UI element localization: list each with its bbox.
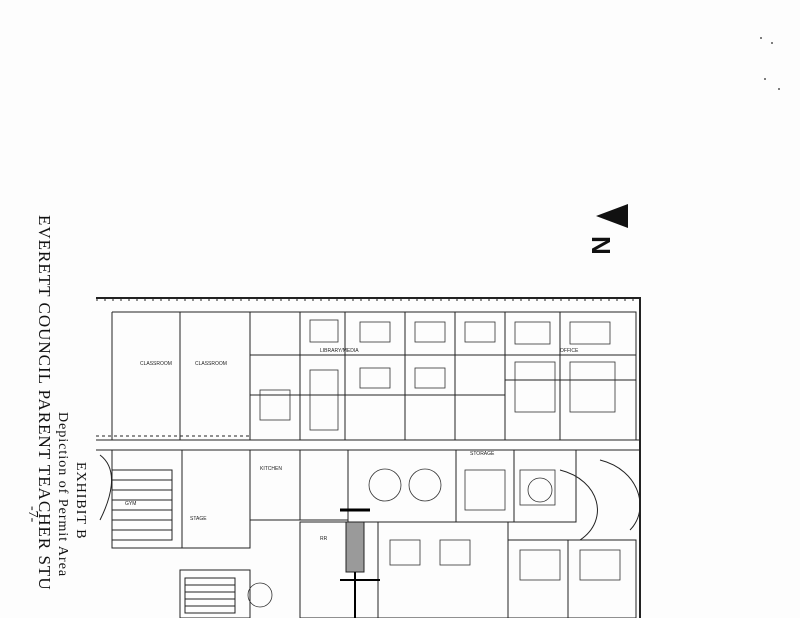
exhibit-title: EXHIBIT B	[73, 462, 88, 540]
organization-line: EVERETT COUNCIL PARENT TEACHER STU	[35, 215, 54, 591]
svg-text:STAGE: STAGE	[190, 516, 207, 522]
north-arrow-icon	[596, 204, 628, 228]
svg-text:CLASSROOM: CLASSROOM	[140, 361, 172, 367]
svg-text:CLASSROOM: CLASSROOM	[195, 361, 227, 367]
permit-area-highlight	[345, 521, 365, 573]
exhibit-subtitle: Depiction of Permit Area	[55, 412, 70, 578]
svg-text:RR: RR	[320, 536, 328, 542]
svg-text:GYM: GYM	[125, 501, 136, 507]
svg-text:KITCHEN: KITCHEN	[260, 466, 282, 472]
svg-text:STORAGE: STORAGE	[470, 451, 495, 457]
north-label: N	[586, 236, 616, 255]
plan-label-library: LIBRARY/MEDIA	[320, 348, 359, 354]
plan-label-office: OFFICE	[560, 348, 579, 354]
page-number: -7-	[25, 506, 40, 523]
